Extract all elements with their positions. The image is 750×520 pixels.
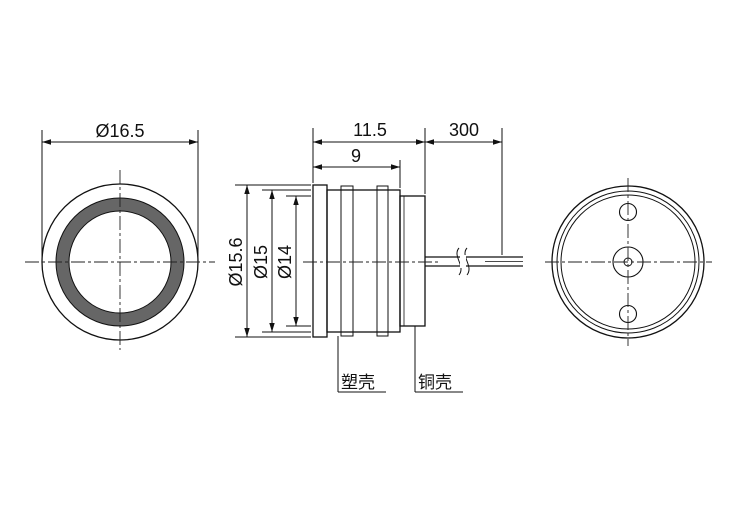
- lead-break-gap: [460, 255, 466, 268]
- dim-body-length: 9: [351, 146, 361, 166]
- label-plastic-shell: 塑壳: [341, 373, 375, 393]
- label-copper-shell: 铜壳: [418, 373, 452, 393]
- side-view: 11.5 9 300 Ø15.6 Ø15 Ø14 塑壳 铜壳: [226, 120, 523, 393]
- lead-break-mark-2: [464, 247, 470, 276]
- lead-break-mark-1: [456, 247, 462, 276]
- side-flange: [312, 184, 328, 338]
- side-plastic-body: [326, 189, 401, 333]
- dim-outer-diameter: Ø16.5: [95, 121, 144, 141]
- groove-ridge-2: [376, 185, 389, 337]
- side-copper-body: [399, 195, 426, 327]
- rear-view: [545, 178, 712, 346]
- dim-total-length: 11.5: [353, 120, 387, 140]
- groove-ridge-1: [340, 185, 354, 337]
- dim-lead-length: 300: [449, 120, 479, 140]
- dim-copper-diameter: Ø14: [275, 245, 295, 279]
- front-view: Ø16.5: [25, 121, 215, 350]
- dim-body-diameter: Ø15: [251, 245, 271, 279]
- dim-flange-diameter: Ø15.6: [226, 237, 246, 286]
